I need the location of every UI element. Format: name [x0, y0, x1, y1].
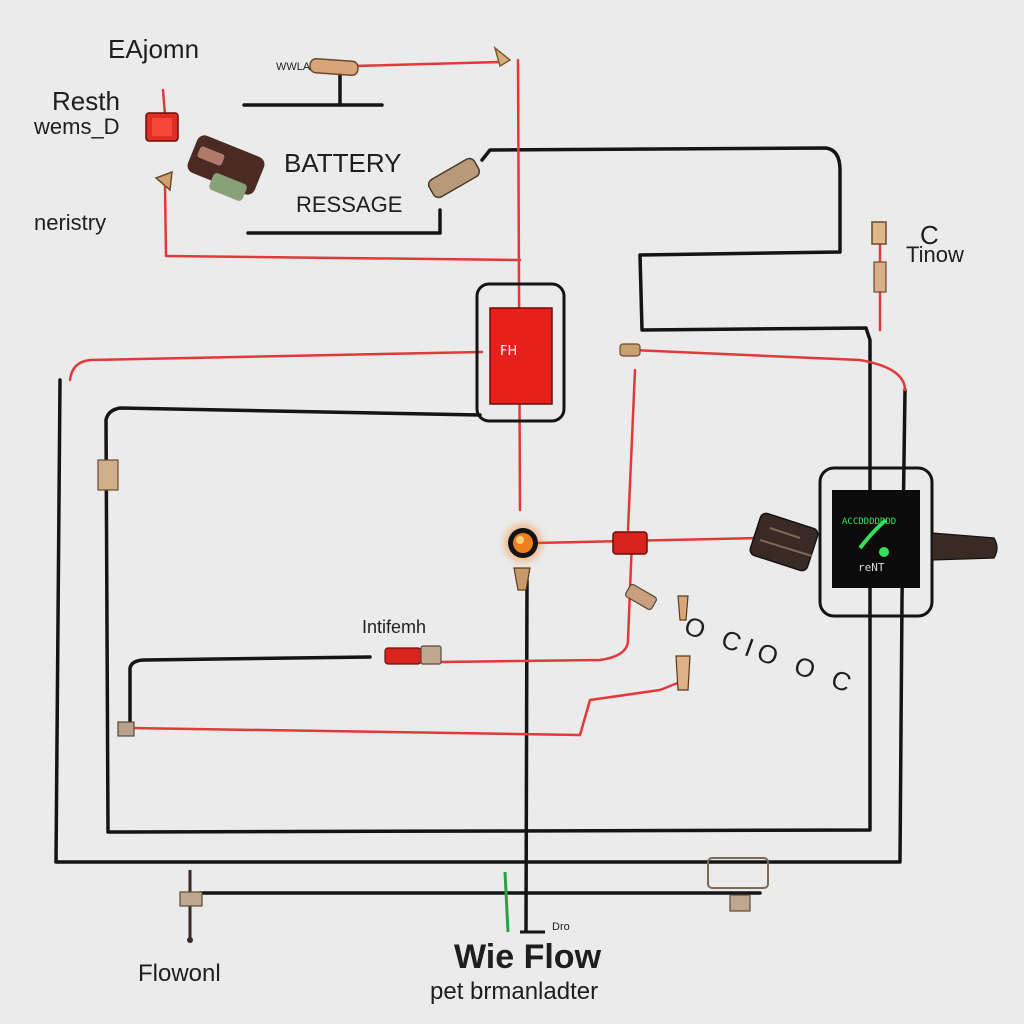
label-resth: Resth	[52, 86, 120, 116]
label-right-flow: Tinow	[906, 242, 964, 267]
relay-module	[475, 282, 566, 423]
wire-red-relay-left	[68, 350, 484, 382]
display-bottom-text: reNT	[858, 561, 885, 574]
wire-red-lower	[128, 726, 582, 737]
display-top-text: ACCDDDDDDD	[842, 517, 897, 527]
wire-black-center-vertical	[524, 578, 529, 932]
fuse-red	[145, 112, 179, 142]
probe-center	[513, 567, 531, 591]
wire-black-battery-under	[246, 208, 442, 235]
label-battery: BATTERY	[284, 148, 402, 178]
label-intifemh: Intifemh	[362, 617, 427, 637]
wire-black-intifemh	[128, 655, 372, 732]
resistor-red	[612, 531, 648, 555]
diagram-title: Wie Flow	[454, 938, 602, 976]
wire-red-right-drop	[626, 368, 637, 532]
wire-red-mid-bend	[438, 538, 634, 664]
label-right-c: C	[920, 220, 939, 250]
connector-ressage	[427, 157, 481, 199]
battery-connector	[187, 135, 265, 201]
plug-black	[749, 512, 819, 572]
wire-black-top-loop	[104, 146, 872, 834]
led-indicator	[503, 523, 543, 563]
label-neristry: neristry	[34, 210, 107, 235]
probe-small-right	[675, 595, 691, 691]
probe-bottom-left	[179, 870, 203, 943]
wire-red-top-link	[353, 60, 502, 68]
probe-bottom-green	[503, 871, 545, 934]
black-wires	[54, 70, 907, 932]
terminal-right	[871, 221, 887, 293]
probe-right	[931, 532, 998, 561]
label-bottom-small: Dro	[552, 921, 570, 933]
connector-top	[309, 57, 359, 77]
wire-black-outer-left	[54, 378, 907, 864]
wire-red-left-loop	[163, 183, 522, 262]
diagram-subtitle: pet brmanladter	[430, 978, 599, 1005]
terminal-small	[97, 459, 119, 491]
connector-intifemh	[384, 645, 442, 665]
connector-bottom-right	[707, 857, 769, 912]
label-bottom-left: Flowonl	[138, 960, 221, 987]
wire-red-right-top	[630, 348, 907, 392]
terminal-left	[154, 170, 173, 192]
relay-side-connector	[619, 343, 641, 357]
terminal-lower-left	[117, 721, 135, 737]
label-tiny-top: WWLA	[276, 61, 311, 73]
wire-red-diagonal	[578, 678, 687, 737]
label-top-left: EAjomn	[108, 34, 200, 64]
terminal-top-right	[493, 45, 512, 68]
label-wems: wems_D	[34, 114, 120, 139]
connector-mid-right	[625, 583, 657, 611]
display-module	[818, 466, 934, 618]
relay-label: FH	[500, 344, 518, 359]
label-ressage: RESSAGE	[296, 192, 403, 217]
wire-red-fuse-drop	[161, 88, 167, 117]
